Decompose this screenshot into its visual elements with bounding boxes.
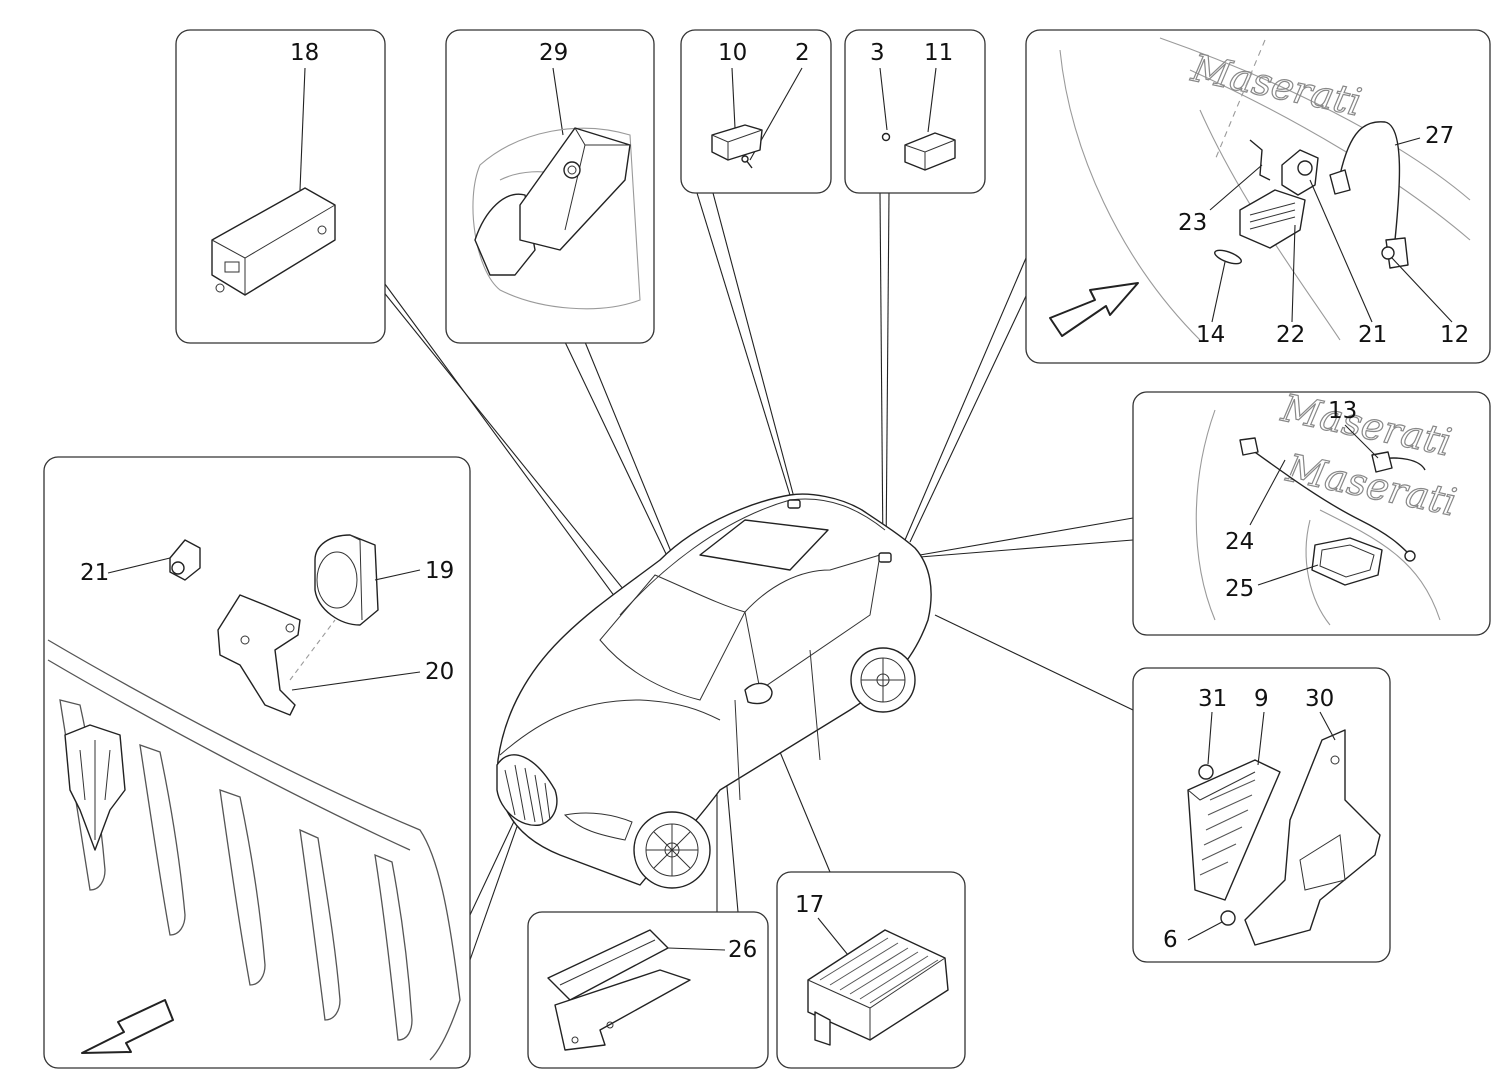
front-grille bbox=[496, 754, 558, 826]
label-13: 13 bbox=[1328, 398, 1357, 424]
panel-logo-camera: Maserati Maserati 13 24 25 bbox=[1132, 385, 1491, 636]
sensor-11 bbox=[904, 132, 956, 171]
label-12: 12 bbox=[1440, 322, 1469, 348]
hood-line bbox=[499, 699, 721, 756]
label-21b: 21 bbox=[80, 560, 109, 586]
callout-lines bbox=[381, 192, 1134, 961]
callout-18b bbox=[381, 289, 641, 611]
rear-sensor-marker bbox=[878, 552, 892, 563]
callout-grilleb bbox=[469, 817, 521, 961]
camera-24 bbox=[1239, 437, 1259, 456]
direction-arrow-rear bbox=[1049, 282, 1139, 337]
label-20: 20 bbox=[425, 659, 454, 685]
side-window bbox=[744, 554, 881, 691]
bracket-23 bbox=[1249, 139, 1271, 181]
label-31: 31 bbox=[1198, 686, 1227, 712]
callout-3 bbox=[879, 192, 884, 557]
label-19: 19 bbox=[425, 558, 454, 584]
cable-27 bbox=[1339, 121, 1401, 241]
side-mirror bbox=[744, 682, 773, 705]
grille-frame bbox=[47, 639, 461, 1061]
label-25: 25 bbox=[1225, 576, 1254, 602]
panel-front-radar: 21 19 20 bbox=[43, 456, 471, 1069]
panel-sensor-11: 3 11 bbox=[844, 29, 986, 194]
headlight bbox=[563, 812, 633, 841]
radar-19 bbox=[314, 534, 379, 626]
cable-13 bbox=[1244, 444, 1411, 556]
module-9 bbox=[1187, 759, 1281, 901]
label-17: 17 bbox=[795, 892, 824, 918]
panel-mirror-29: 29 bbox=[445, 29, 655, 344]
panel-module-9: 31 9 30 6 bbox=[1132, 667, 1391, 963]
bracket-30 bbox=[1244, 729, 1381, 946]
car-overview bbox=[496, 493, 932, 889]
seal-14 bbox=[1214, 249, 1242, 265]
label-2: 2 bbox=[795, 40, 810, 66]
callout-9 bbox=[934, 614, 1134, 711]
callout-17 bbox=[774, 739, 831, 873]
label-3: 3 bbox=[870, 40, 885, 66]
sunroof bbox=[699, 519, 829, 571]
door-line-2 bbox=[809, 649, 821, 761]
label-21a: 21 bbox=[1358, 322, 1387, 348]
label-6: 6 bbox=[1163, 927, 1178, 953]
grille-slats bbox=[504, 764, 551, 824]
label-14: 14 bbox=[1196, 322, 1225, 348]
front-wheel bbox=[633, 811, 711, 889]
door-line bbox=[734, 699, 741, 801]
callout-grille bbox=[469, 814, 518, 916]
module-9-hatch bbox=[1199, 779, 1256, 876]
label-23: 23 bbox=[1178, 210, 1207, 236]
panel-module-18: 18 bbox=[175, 29, 386, 344]
callout-13 bbox=[919, 517, 1134, 556]
nut-31 bbox=[1198, 764, 1214, 780]
callout-rear-camb bbox=[909, 295, 1027, 543]
label-22: 22 bbox=[1276, 322, 1305, 348]
panel-sensor-10: 10 2 bbox=[680, 29, 832, 194]
bracket-20 bbox=[217, 594, 301, 716]
module-17 bbox=[807, 929, 949, 1041]
screw-3 bbox=[881, 132, 891, 142]
callout-3b bbox=[885, 192, 890, 557]
module-17-hatch bbox=[819, 937, 939, 1004]
label-18: 18 bbox=[290, 40, 319, 66]
panel-module-17: 17 bbox=[776, 871, 966, 1069]
label-30: 30 bbox=[1305, 686, 1334, 712]
panel-module-26: 26 bbox=[527, 911, 769, 1069]
direction-arrow-front bbox=[81, 999, 174, 1054]
label-27: 27 bbox=[1425, 123, 1454, 149]
car-roof bbox=[619, 498, 886, 616]
label-9: 9 bbox=[1254, 686, 1269, 712]
bracket-26 bbox=[554, 969, 691, 1051]
label-26: 26 bbox=[728, 937, 757, 963]
nut-6 bbox=[1220, 910, 1236, 926]
callout-10b bbox=[712, 192, 797, 506]
panel-rear-camera: Maserati 27 23 14 22 21 12 bbox=[1025, 29, 1491, 364]
roof-sensor-marker bbox=[787, 499, 801, 509]
sensor-10 bbox=[711, 124, 763, 161]
callout-13b bbox=[919, 539, 1134, 558]
label-24: 24 bbox=[1225, 529, 1254, 555]
label-29: 29 bbox=[539, 40, 568, 66]
label-10: 10 bbox=[718, 40, 747, 66]
callout-10 bbox=[696, 192, 794, 506]
cover-25 bbox=[1311, 537, 1383, 586]
rear-wheel bbox=[850, 647, 916, 713]
callout-rear-cam bbox=[904, 257, 1027, 541]
nut-12 bbox=[1381, 246, 1395, 260]
label-11: 11 bbox=[924, 40, 953, 66]
windshield bbox=[599, 574, 746, 701]
